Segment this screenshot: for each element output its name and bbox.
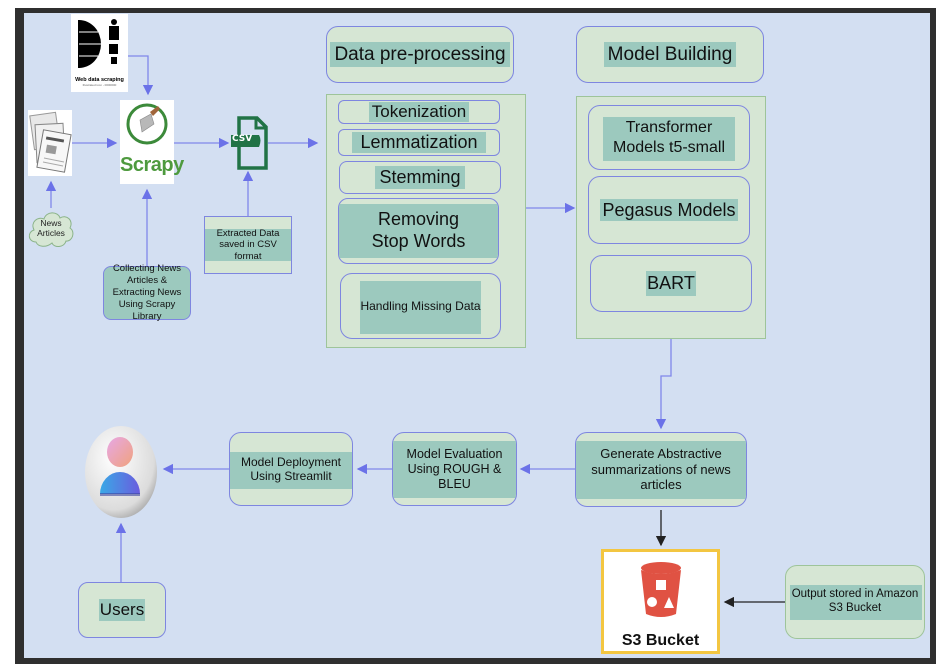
model-deployment-label: Model Deployment Using Streamlit <box>240 454 342 483</box>
arrow-modelbuilding-to-generate <box>655 339 672 430</box>
step-handling-missing-data: Handling Missing Data <box>340 273 501 339</box>
newspaper-icon <box>29 111 72 173</box>
globe-scraper-icon <box>78 19 119 68</box>
extracted-data-label: Extracted Data saved in CSV format <box>216 227 280 262</box>
scrapy-label: Scrapy <box>120 154 184 176</box>
step-stemming-label: Stemming <box>375 166 465 189</box>
arrow-webscraping-to-scrapy <box>128 55 154 96</box>
model-transformer-t5: Transformer Models t5-small <box>588 105 750 170</box>
csv-document-icon <box>231 116 268 170</box>
model-building-title-node: Model Building <box>576 26 764 83</box>
user-avatar-icon <box>85 426 157 518</box>
step-tokenization-label: Tokenization <box>368 102 470 122</box>
model-building-title: Model Building <box>603 41 737 68</box>
model-bart: BART <box>590 255 752 312</box>
cloud-shape <box>28 212 74 247</box>
user-avatar <box>84 424 158 520</box>
step-stemming: Stemming <box>339 161 501 194</box>
scrapy-spatula-icon <box>126 103 168 145</box>
step-lemmatization-label: Lemmatization <box>352 132 486 153</box>
step-removing-stop-words: Removing Stop Words <box>338 198 499 264</box>
s3-bucket-label: S3 Bucket <box>621 632 700 649</box>
generate-summaries-label: Generate Abstractive summarizations of n… <box>591 446 731 493</box>
s3-bucket-icon <box>641 562 681 617</box>
extracted-data-node: Extracted Data saved in CSV format <box>204 216 292 274</box>
model-pegasus: Pegasus Models <box>588 176 750 244</box>
scrapy-logo: Scrapy <box>120 100 184 184</box>
web-scraping-image: Web data scraping Illustrated icon - 000… <box>71 14 128 92</box>
model-evaluation-node: Model Evaluation Using ROUGH & BLEU <box>392 432 517 506</box>
model-pegasus-label: Pegasus Models <box>600 198 738 222</box>
model-bart-label: BART <box>646 271 696 296</box>
output-stored-node: Output stored in Amazon S3 Bucket <box>785 565 925 639</box>
model-transformer-t5-label: Transformer Models t5-small <box>612 119 726 156</box>
output-stored-label: Output stored in Amazon S3 Bucket <box>791 588 919 614</box>
csv-label: CSV <box>232 134 253 144</box>
web-scraping-small-caption: Illustrated icon - 0000000 <box>82 82 117 87</box>
s3-bucket-image: S3 Bucket <box>601 549 720 654</box>
news-articles-cloud: News Articles <box>26 208 76 250</box>
preprocessing-title: Data pre-processing <box>330 41 510 68</box>
newspaper-image <box>28 110 72 176</box>
web-scraping-caption: Web data scraping <box>75 77 124 83</box>
csv-file-icon: CSV <box>229 115 269 171</box>
step-handling-missing-data-label: Handling Missing Data <box>360 298 481 313</box>
step-tokenization: Tokenization <box>338 100 500 124</box>
collecting-news-node: Collecting News Articles & Extracting Ne… <box>103 263 191 322</box>
step-removing-stop-words-label: Removing Stop Words <box>371 209 466 251</box>
users-label: Users <box>98 599 146 621</box>
step-lemmatization: Lemmatization <box>338 129 500 156</box>
users-node: Users <box>78 582 166 638</box>
generate-summaries-node: Generate Abstractive summarizations of n… <box>575 432 747 507</box>
model-deployment-node: Model Deployment Using Streamlit <box>229 432 353 506</box>
collecting-news-label: Collecting News Articles & Extracting Ne… <box>112 263 182 322</box>
preprocessing-title-node: Data pre-processing <box>326 26 514 83</box>
news-articles-label: News Articles <box>37 218 65 239</box>
model-evaluation-label: Model Evaluation Using ROUGH & BLEU <box>406 446 503 491</box>
